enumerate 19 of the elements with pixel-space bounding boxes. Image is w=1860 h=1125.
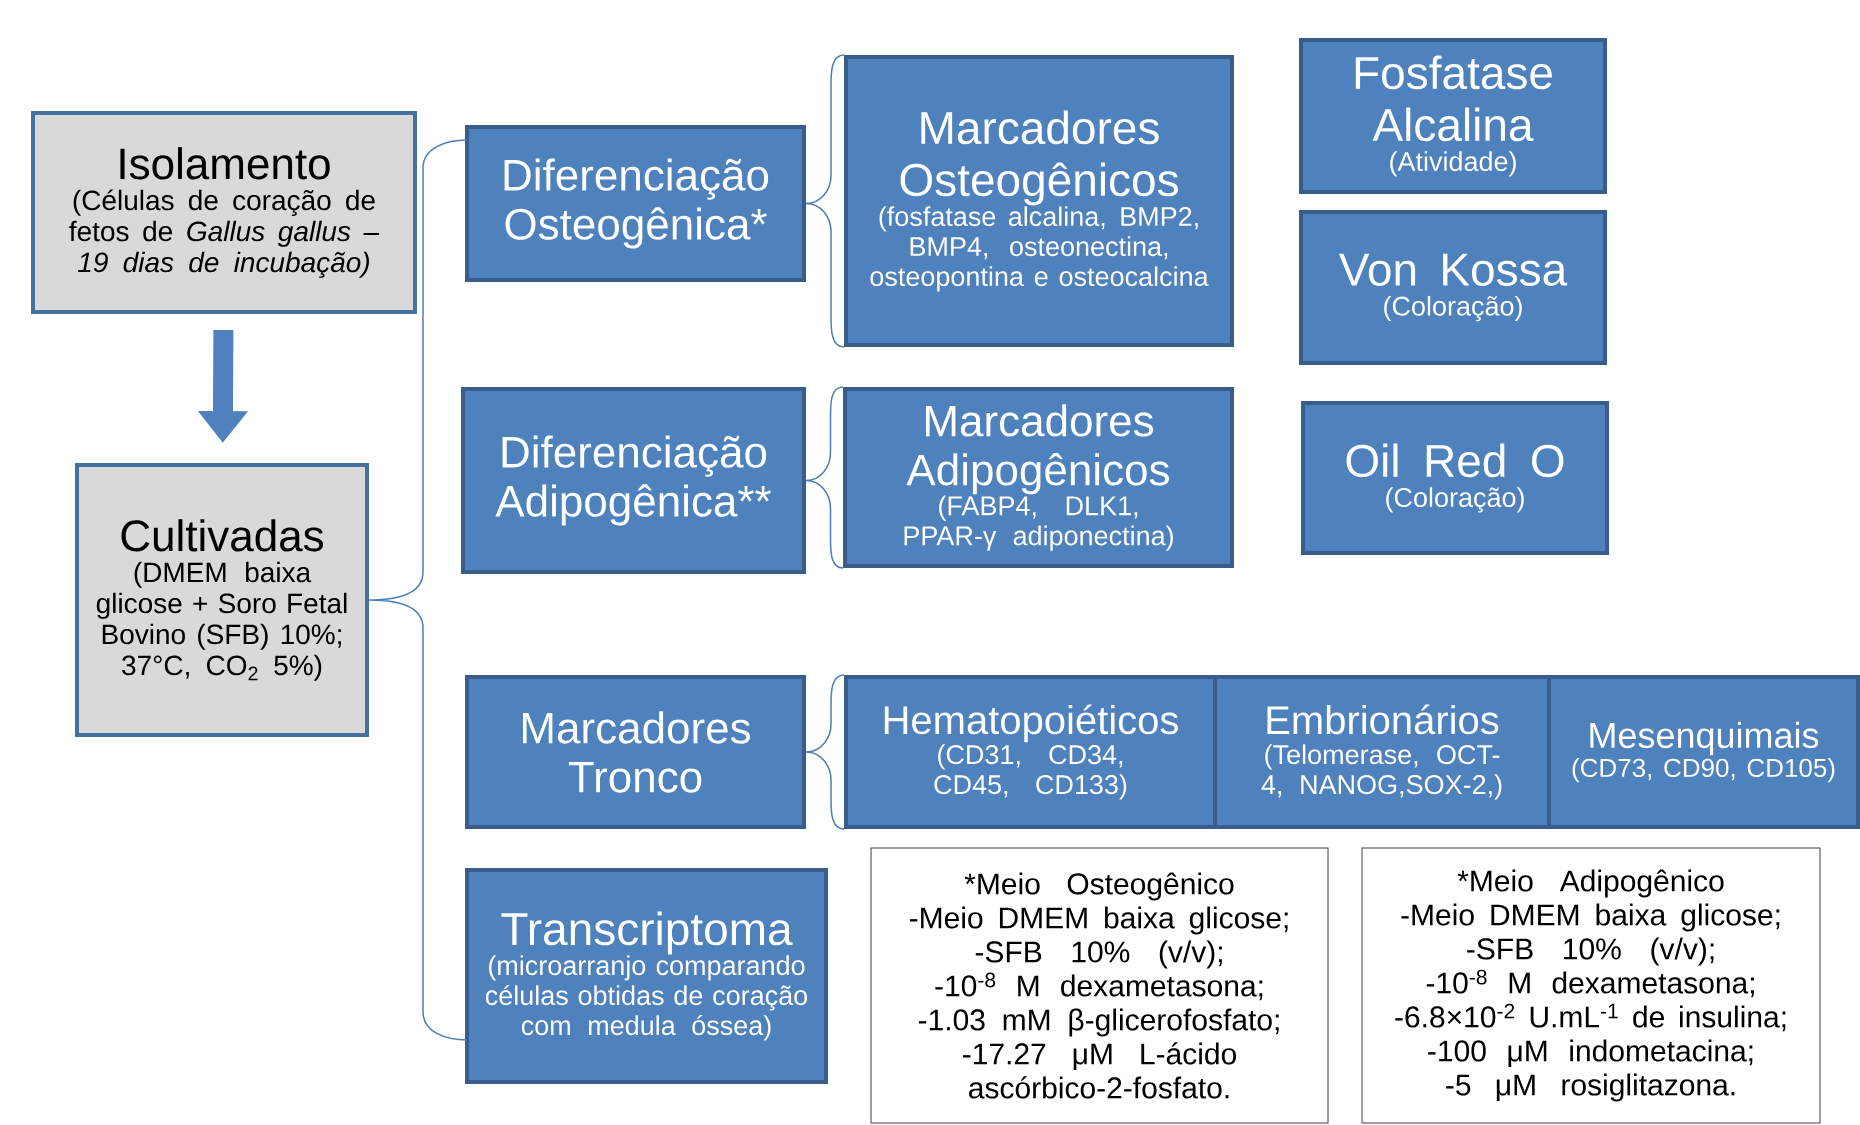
category-box: Marcadores Adipogênicos (FABP4, DLK1, PPAR-γ adiponectina) — [843, 387, 1234, 568]
category-box: Fosfatase Alcalina (Atividade) — [1299, 38, 1607, 194]
category-box: Transcriptoma (microarranjo comparando células obtidas de coração com medula óssea) — [465, 868, 828, 1084]
category-box: Hematopoiéticos (CD31, CD34, CD45, CD133) — [844, 675, 1217, 829]
category-box: Oil Red O (Coloração) — [1301, 401, 1609, 555]
category-box: Diferenciação Osteogênica* — [465, 125, 806, 282]
process-box: Cultivadas (DMEM baixa glicose + Soro Fetal Bovino (SFB) 10%; 37°C, CO$_{2}$ 5%) — [75, 463, 369, 737]
category-box: Marcadores Tronco — [465, 675, 806, 829]
note-box: *Meio Adipogênico -Meio DMEM baixa glicose; -SFB 10% (v/v); -10$^{-8}$ M dexametasona; -6.8×10$^{-2}$ U.mL$^{-1}$ de insulina; -100 μM indometacina; -5 μM rosiglitazona. — [1361, 847, 1821, 1124]
category-box: Marcadores Osteogênicos (fosfatase alcalina, BMP2, BMP4, osteonectina, osteopontina e osteocalcina — [844, 55, 1234, 347]
brace — [805, 54, 845, 348]
note-box: *Meio Osteogênico -Meio DMEM baixa glicose; -SFB 10% (v/v); -10$^{-8}$ M dexametasona; -1.03 mM β-glicerofosfato; -17.27 μM L-ácido ascórbico-2-fosfato. — [870, 847, 1329, 1124]
process-box: Isolamento (Células de coração de fetos de Gallus gallus – 19 dias de incubação) — [31, 111, 417, 314]
category-box: Diferenciação Adipogênica** — [461, 387, 806, 574]
brace — [805, 674, 845, 830]
category-box: Mesenquimais (CD73, CD90, CD105) — [1547, 675, 1860, 829]
category-box: Von Kossa (Coloração) — [1299, 210, 1607, 365]
category-box: Embrionários (Telomerase, OCT-4, NANOG,SOX-2,) — [1213, 675, 1551, 829]
brace — [805, 386, 844, 569]
